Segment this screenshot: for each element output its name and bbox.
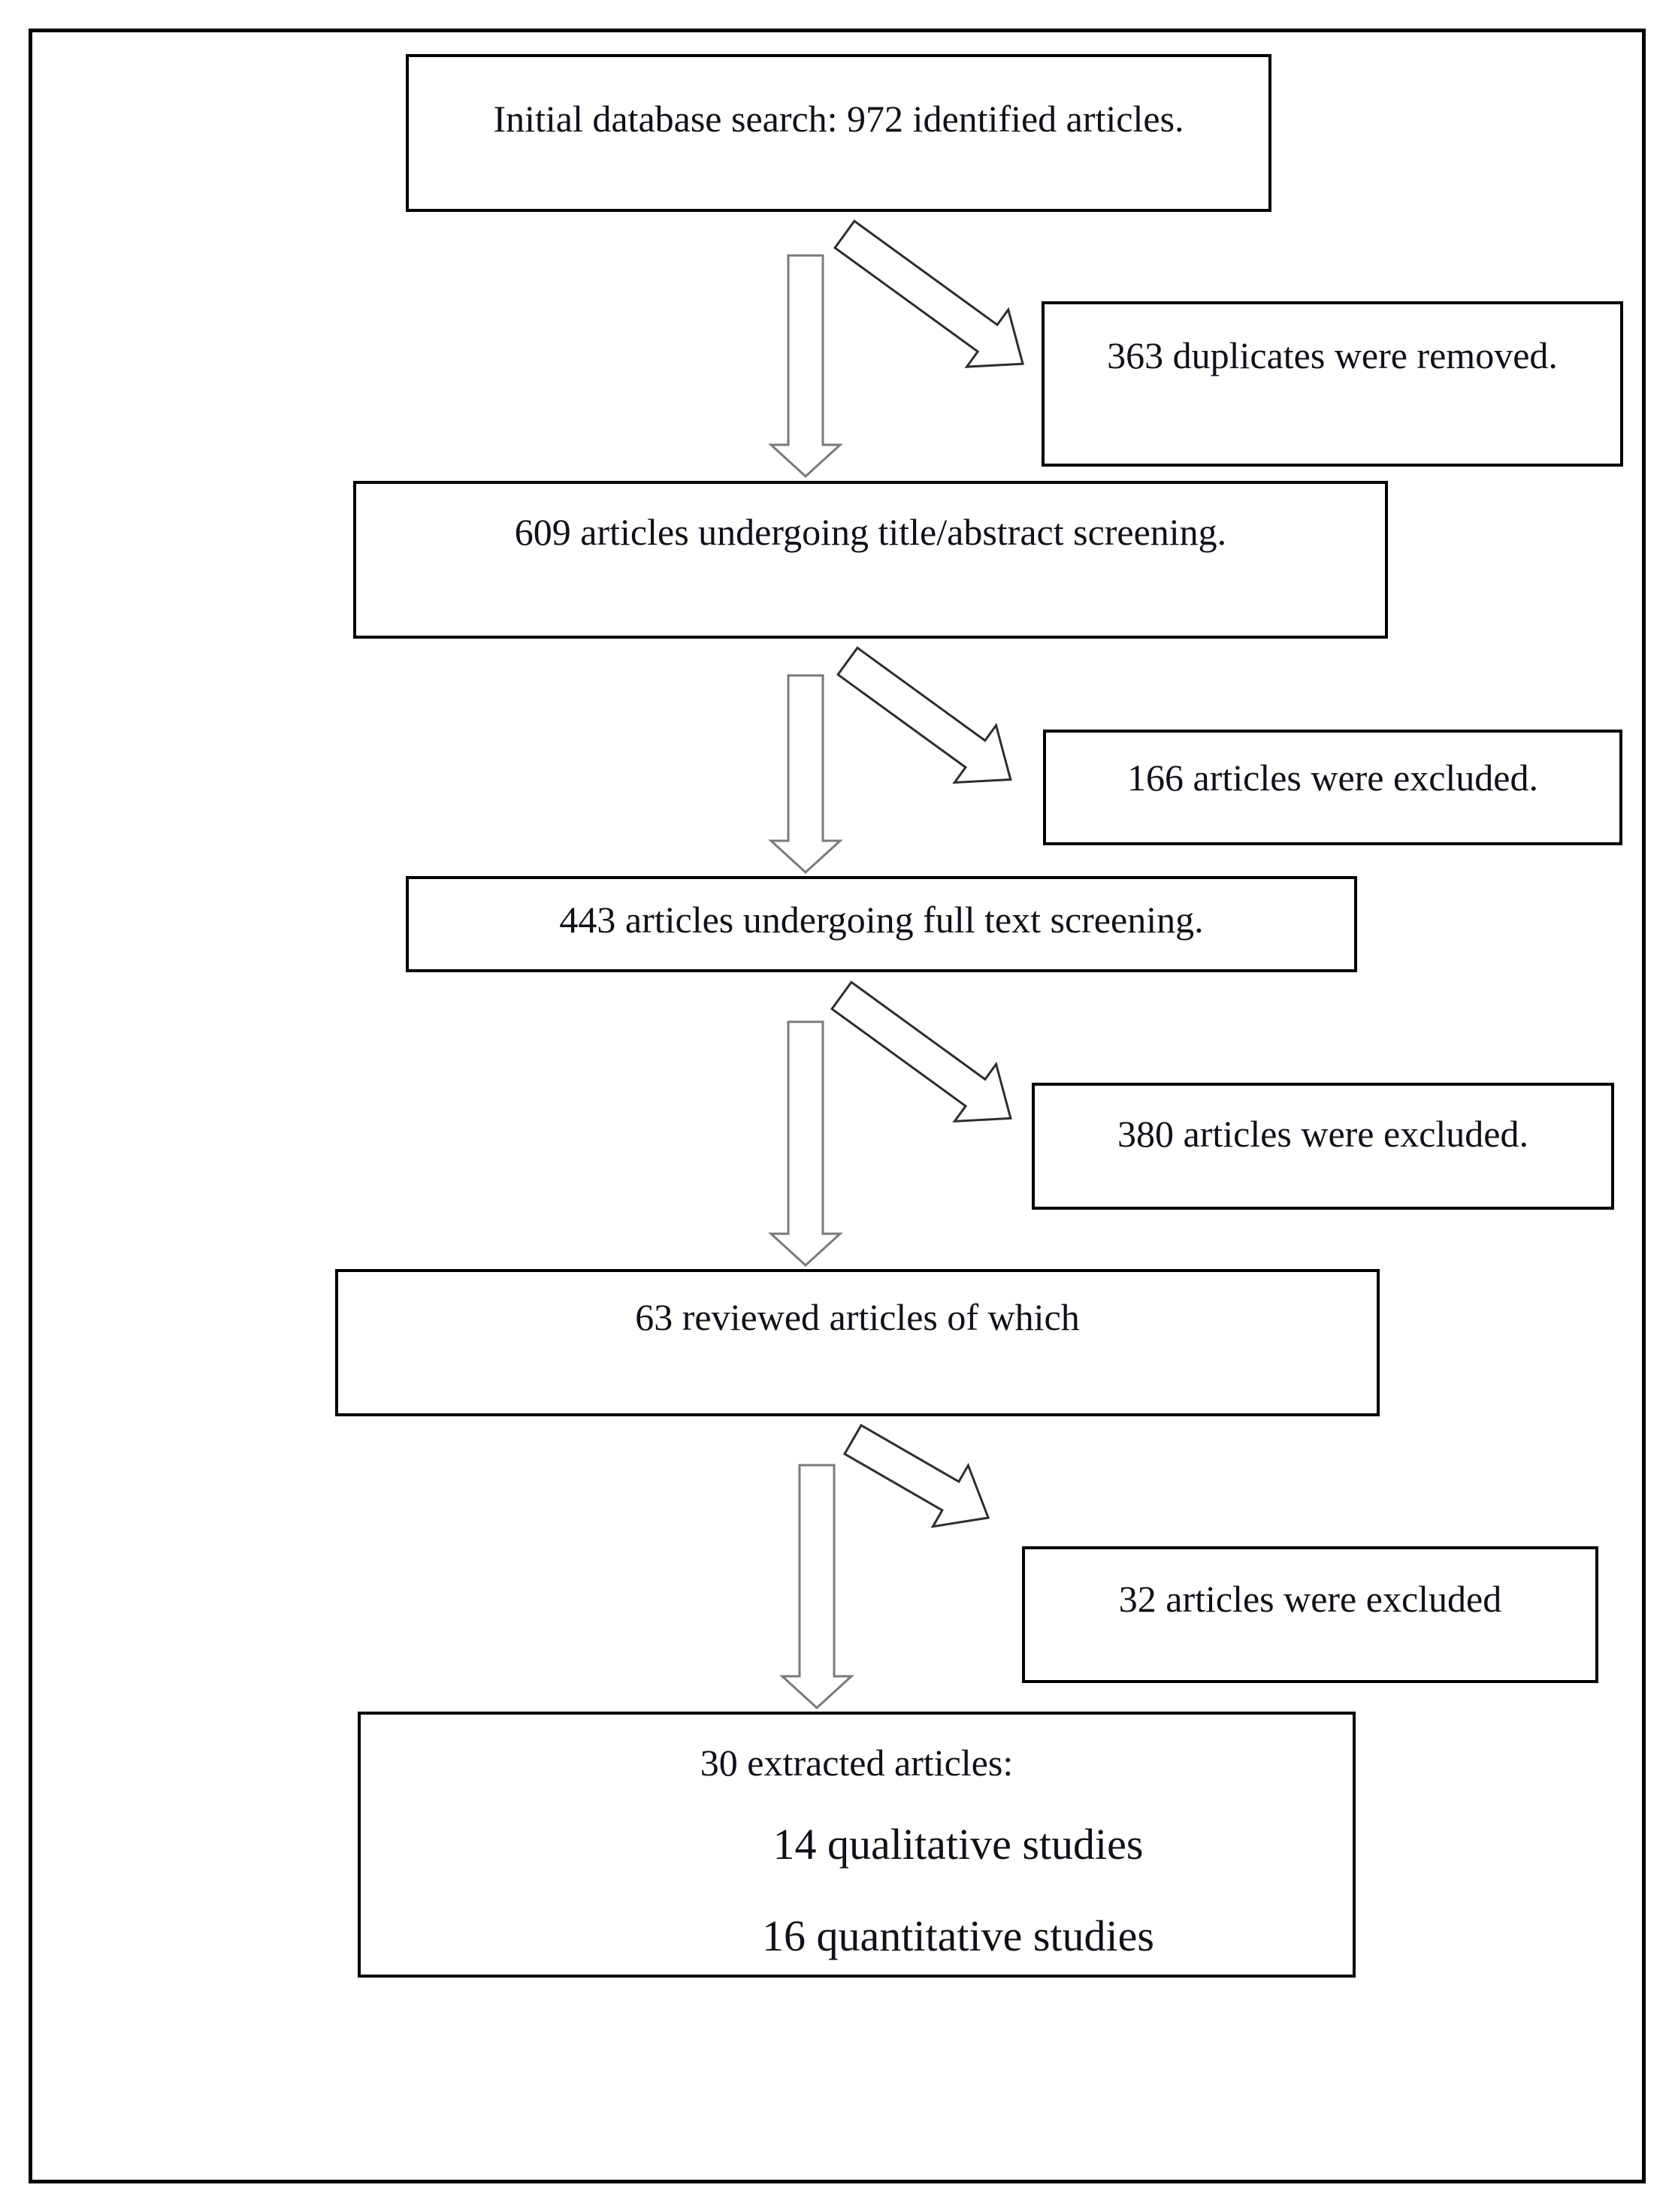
down-arrow-icon <box>768 674 843 875</box>
flow-box-text: 363 duplicates were removed. <box>1107 334 1558 376</box>
flow-box-duplicates-removed: 363 duplicates were removed. <box>1042 301 1623 467</box>
flow-box-title-abstract-screening: 609 articles undergoing title/abstract s… <box>353 481 1388 639</box>
diagonal-arrow-icon <box>833 219 1024 368</box>
flow-box-reviewed-articles: 63 reviewed articles of which <box>335 1269 1380 1416</box>
flow-box-full-text-screening: 443 articles undergoing full text screen… <box>406 876 1357 972</box>
flow-box-text: 63 reviewed articles of which <box>635 1296 1080 1338</box>
flow-box-initial-search: Initial database search: 972 identified … <box>406 54 1271 212</box>
down-arrow-icon <box>768 254 843 479</box>
quantitative-count-text: 16 quantitative studies <box>762 1911 1154 1960</box>
flow-box-extracted-articles: 30 extracted articles: 14 qualitative st… <box>358 1712 1356 1978</box>
flow-box-text: 166 articles were excluded. <box>1127 757 1538 799</box>
qualitative-count-text: 14 qualitative studies <box>773 1820 1144 1869</box>
diagonal-arrow-icon <box>830 981 1012 1123</box>
flow-box-text: 32 articles were excluded <box>1118 1578 1502 1620</box>
diagonal-arrow-icon <box>836 646 1012 784</box>
down-arrow-icon <box>779 1464 854 1710</box>
outer-border <box>29 29 1646 2183</box>
flow-box-excluded-after-title: 166 articles were excluded. <box>1043 730 1622 845</box>
flow-box-excluded-after-full-text: 380 articles were excluded. <box>1032 1083 1614 1210</box>
flow-box-text: 609 articles undergoing title/abstract s… <box>514 511 1227 553</box>
flow-box-text: 443 articles undergoing full text screen… <box>559 899 1204 941</box>
down-arrow-icon <box>768 1020 843 1268</box>
flow-box-text: 380 articles were excluded. <box>1117 1113 1528 1155</box>
extracted-total-text: 30 extracted articles: <box>700 1742 1014 1784</box>
flow-box-text: Initial database search: 972 identified … <box>493 98 1184 140</box>
flow-box-excluded-after-review: 32 articles were excluded <box>1022 1546 1598 1683</box>
diagonal-arrow-icon <box>842 1423 990 1528</box>
